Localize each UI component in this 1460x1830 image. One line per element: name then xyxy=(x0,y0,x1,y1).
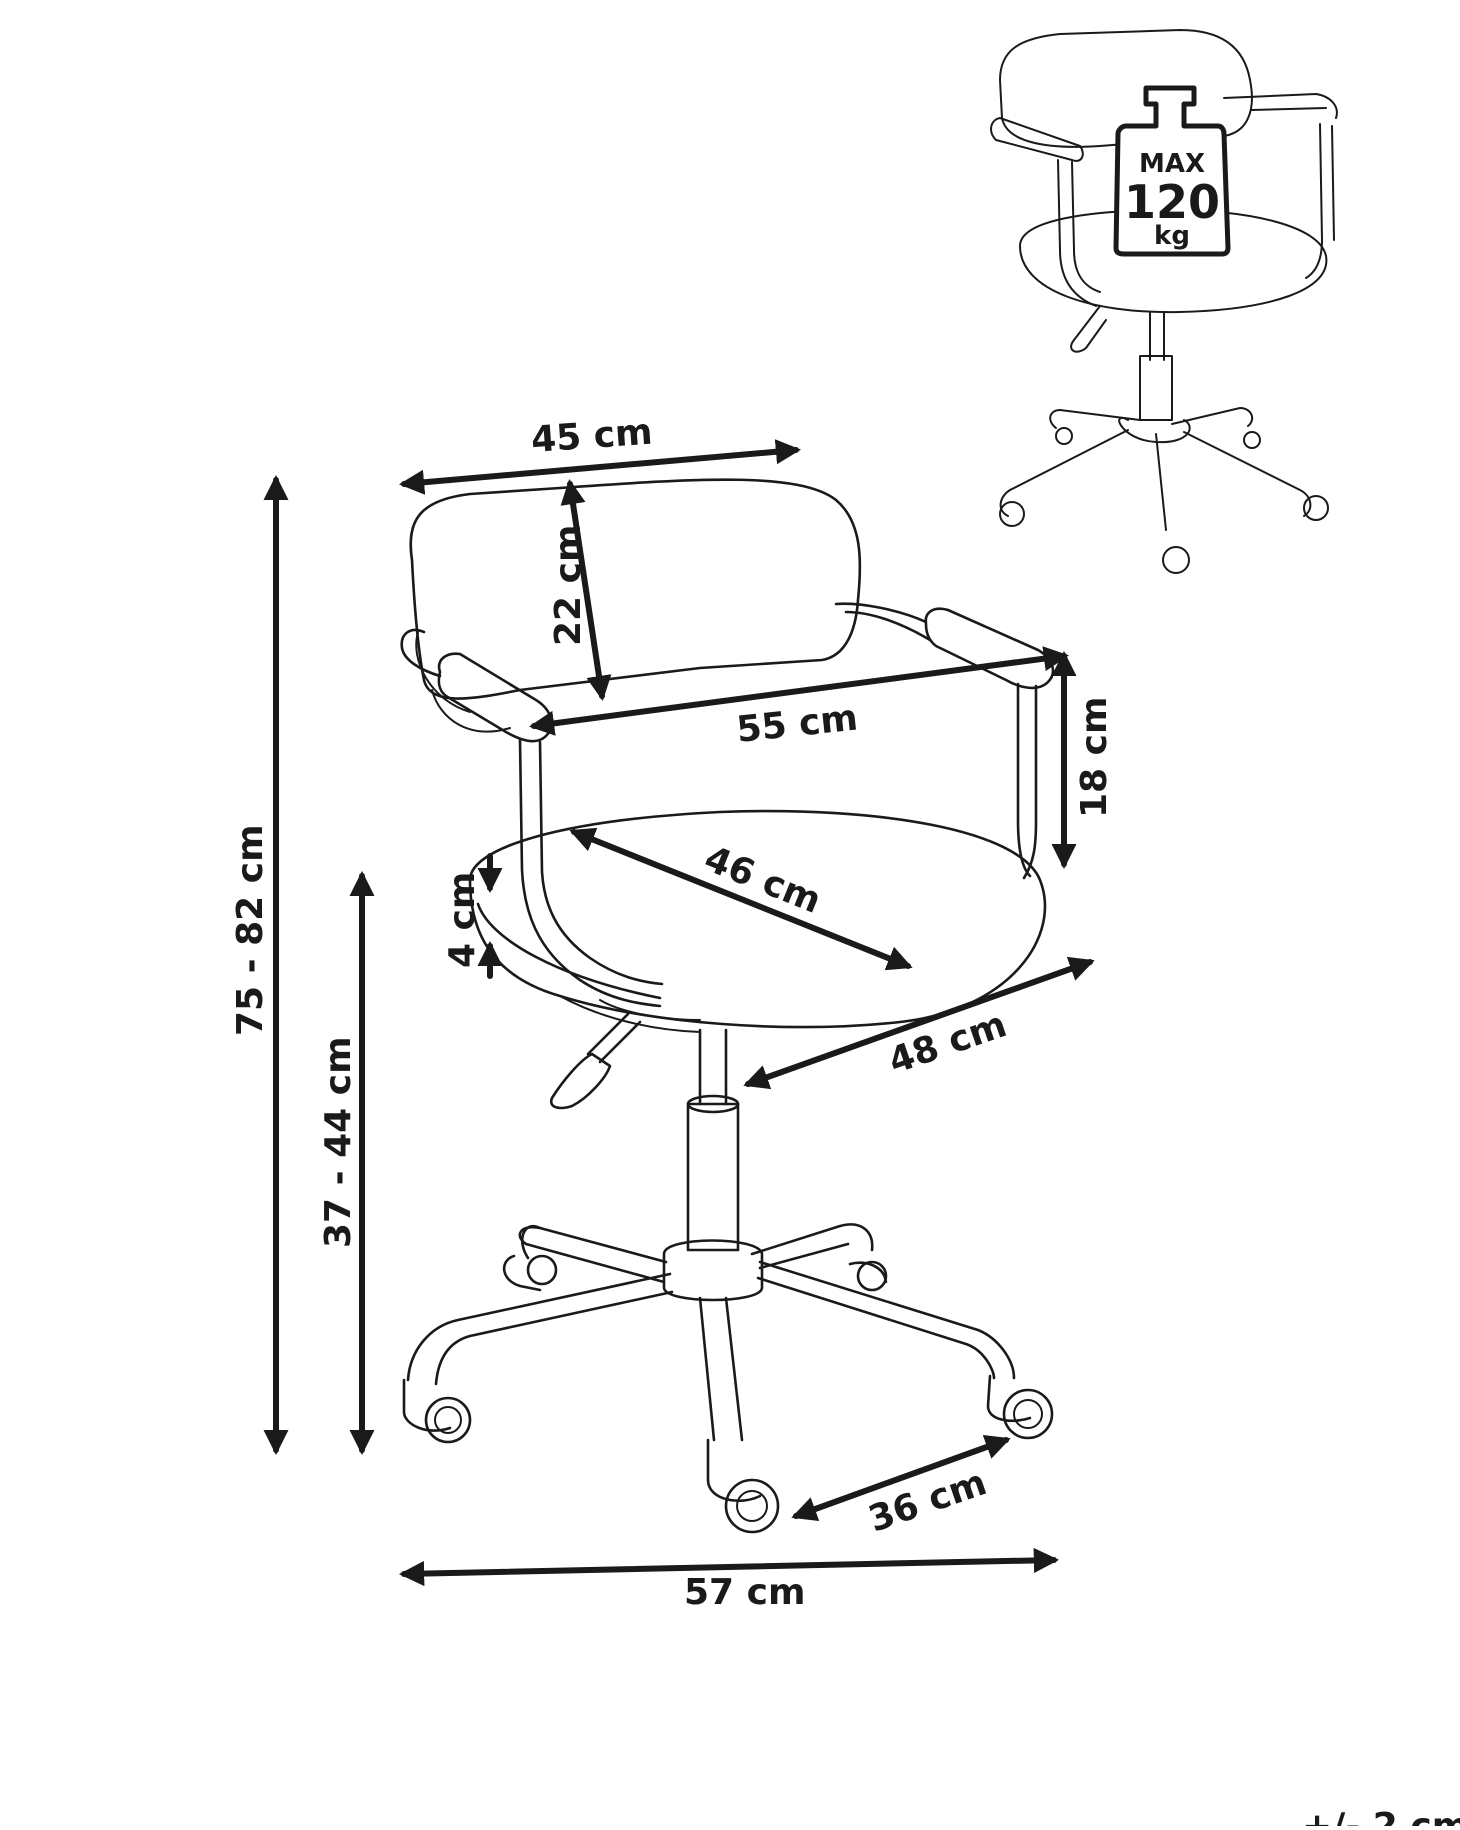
tolerance-note: +/- 2 cm xyxy=(1302,1806,1460,1826)
left-arm-support xyxy=(518,738,662,1008)
dim-base-width-arrow xyxy=(398,1547,1060,1587)
label-seat-height: 37 - 44 cm xyxy=(318,1036,359,1248)
label-total-height: 75 - 82 cm xyxy=(230,824,271,1036)
label-armrest-span: 55 cm xyxy=(735,697,860,750)
dim-seat-depth-arrow xyxy=(569,827,913,971)
label-base-width: 57 cm xyxy=(684,1572,805,1613)
gas-cylinder xyxy=(698,1028,728,1106)
label-seat-thickness: 4 cm xyxy=(442,872,483,968)
main-chair-illustration xyxy=(400,478,1055,1534)
casters xyxy=(402,1254,1054,1534)
dimension-arrows xyxy=(263,439,1095,1587)
dim-seat-width-arrow xyxy=(743,956,1095,1090)
weight-badge-unit: kg xyxy=(1154,221,1190,251)
right-arm-support xyxy=(1016,682,1032,878)
weight-capacity-illustration: MAX 120 kg xyxy=(990,29,1338,574)
base-legs xyxy=(406,1223,1016,1442)
base-hub xyxy=(662,1239,764,1302)
weight-icon xyxy=(1113,85,1231,257)
label-armrest-height: 18 cm xyxy=(1074,697,1115,818)
left-armrest-pad xyxy=(437,652,553,743)
weight-badge: MAX 120 kg xyxy=(1113,85,1231,257)
dim-caster-spacing-arrow xyxy=(791,1435,1011,1521)
weight-badge-max: MAX xyxy=(1139,149,1205,179)
right-armrest-pad xyxy=(924,607,1055,690)
weight-badge-value: 120 xyxy=(1124,175,1220,229)
label-caster-spacing: 36 cm xyxy=(864,1462,992,1540)
dim-backrest-width-arrow xyxy=(398,439,802,495)
gas-lever xyxy=(598,1020,642,1064)
label-backrest-width: 45 cm xyxy=(530,412,654,461)
dim-armrest-span-arrow xyxy=(529,646,1069,736)
label-backrest-height: 22 cm xyxy=(548,525,589,646)
